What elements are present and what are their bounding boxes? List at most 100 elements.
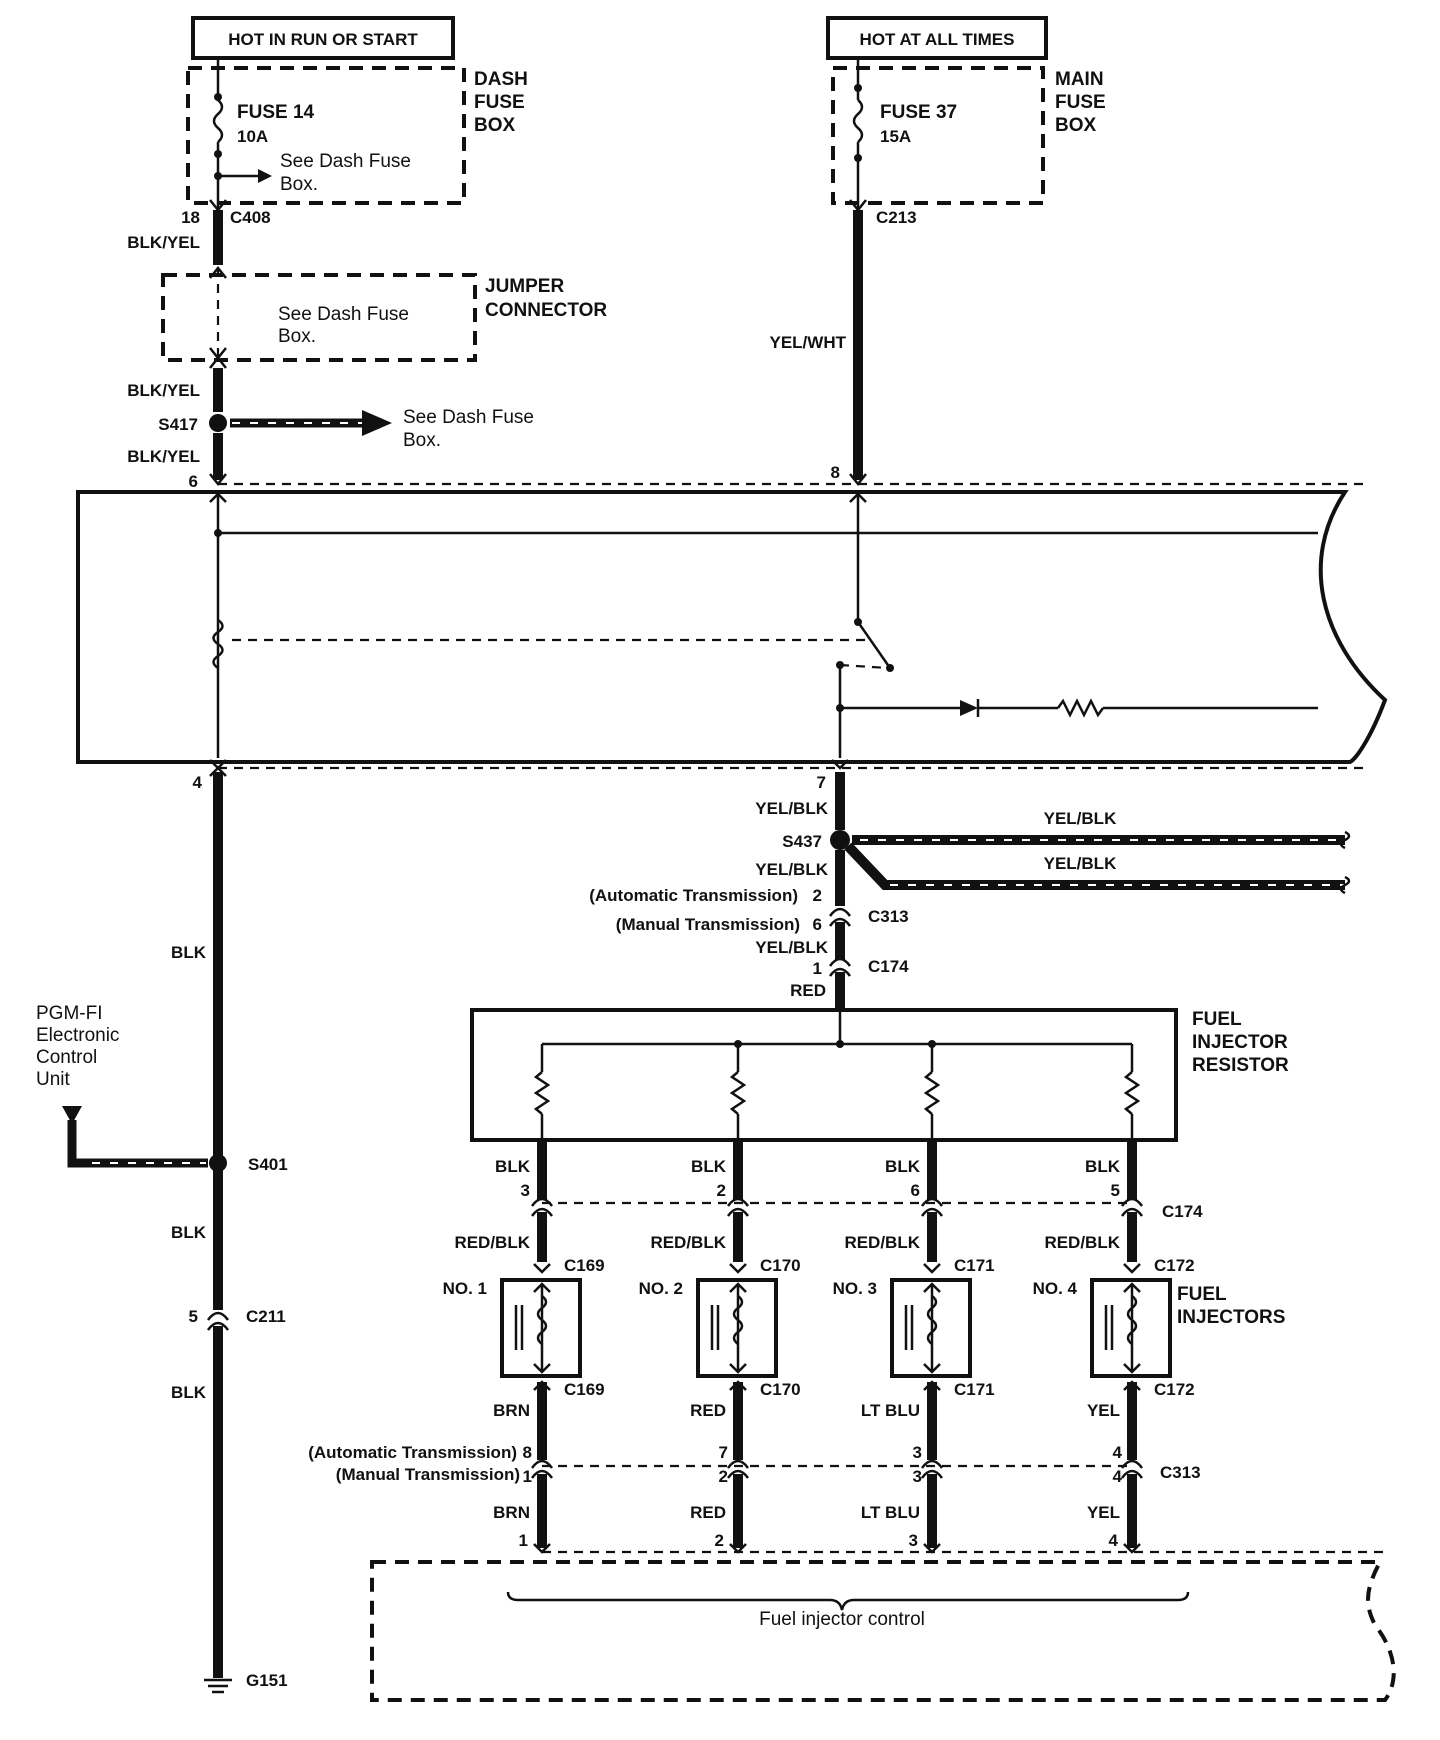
connector-icon (920, 1459, 944, 1469)
relay-coil-icon (212, 618, 224, 670)
fuel-injector-resistor: FUEL INJECTOR RESISTOR (470, 1008, 1289, 1142)
svg-text:MAIN: MAIN (1055, 69, 1104, 90)
svg-text:S401: S401 (248, 1155, 288, 1174)
wire-label-low: BRN (493, 1503, 530, 1522)
pin-label: 3 (521, 1181, 530, 1200)
brace-icon (506, 1591, 1190, 1611)
svg-text:1: 1 (813, 959, 822, 978)
wire-label-red-blk: RED/BLK (650, 1233, 726, 1252)
arrow-down-icon (1123, 1543, 1141, 1554)
svg-text:6: 6 (813, 915, 822, 934)
svg-text:15A: 15A (880, 127, 911, 146)
arrow-down-icon (923, 1363, 941, 1374)
svg-text:BLK/YEL: BLK/YEL (127, 447, 200, 466)
svg-text:JUMPER: JUMPER (485, 276, 564, 297)
injector-name: NO. 1 (443, 1279, 487, 1298)
connector-label: C169 (564, 1256, 605, 1275)
pin-label: 2 (719, 1467, 728, 1486)
wire-label-blk: BLK (495, 1157, 531, 1176)
connector-icon (920, 1207, 944, 1217)
wire-label-blk: BLK (1085, 1157, 1121, 1176)
svg-text:S437: S437 (782, 832, 822, 851)
arrow-down-icon (729, 1363, 747, 1374)
svg-text:RESISTOR: RESISTOR (1192, 1055, 1289, 1076)
svg-text:S417: S417 (158, 415, 198, 434)
svg-text:5: 5 (189, 1307, 198, 1326)
resistor-icon (923, 1071, 941, 1115)
svg-text:CONNECTOR: CONNECTOR (485, 300, 607, 321)
pin-label: 5 (1111, 1181, 1120, 1200)
svg-text:C408: C408 (230, 208, 271, 227)
connector-label: C170 (760, 1380, 801, 1399)
connector-label: C171 (954, 1256, 995, 1275)
svg-text:BOX: BOX (1055, 115, 1097, 136)
dash-fuse-box: DASH FUSE BOX FUSE 14 10A See Dash Fuse … (186, 58, 528, 212)
svg-text:2: 2 (813, 886, 822, 905)
wire-label-out: RED (690, 1401, 726, 1420)
pin-label: 3 (913, 1443, 922, 1462)
svg-text:INJECTOR: INJECTOR (1192, 1032, 1288, 1053)
connector-icon (726, 1469, 750, 1479)
relay-switch-icon (856, 621, 892, 669)
splice-s401 (209, 1154, 227, 1172)
splice-s417 (209, 414, 227, 432)
svg-text:C213: C213 (876, 208, 917, 227)
svg-text:6: 6 (189, 472, 198, 491)
injector-coil-icon (1126, 1295, 1138, 1345)
injector-name: NO. 3 (833, 1279, 877, 1298)
svg-text:BLK: BLK (171, 1223, 207, 1242)
pin-label: 8 (523, 1443, 532, 1462)
connector-icon (726, 1207, 750, 1217)
pin-label: 3 (909, 1531, 918, 1550)
pin-label: 7 (719, 1443, 728, 1462)
connector-label: C170 (760, 1256, 801, 1275)
injectors-label-2: INJECTORS (1177, 1307, 1285, 1328)
connector-label: C169 (564, 1380, 605, 1399)
connector-c174-icon (828, 957, 852, 967)
svg-text:FUEL: FUEL (1192, 1009, 1242, 1030)
fuse-14-icon (212, 99, 224, 143)
wire-label-low: YEL (1087, 1503, 1120, 1522)
injector-name: NO. 2 (639, 1279, 683, 1298)
svg-text:Control: Control (36, 1047, 97, 1068)
wire-label-out: LT BLU (861, 1401, 920, 1420)
wire-break-icon (1339, 830, 1351, 850)
arrow-down-icon (923, 1263, 941, 1274)
wire-label-blk: BLK (691, 1157, 727, 1176)
main-fuse-box: MAIN FUSE BOX FUSE 37 15A (831, 58, 1106, 210)
svg-text:See Dash Fuse: See Dash Fuse (280, 151, 411, 172)
resistor-icon (1056, 698, 1105, 718)
resistor-icon (1123, 1071, 1141, 1115)
jumper-connector-box (161, 273, 477, 362)
wire-label-blk: BLK (885, 1157, 921, 1176)
wire-label-red-blk: RED/BLK (844, 1233, 920, 1252)
pin-label: 1 (523, 1467, 532, 1486)
svg-text:C313: C313 (868, 907, 909, 926)
fuel-injector-control-label: Fuel injector control (759, 1609, 925, 1630)
arrow-down-icon (533, 1543, 551, 1554)
wire-label-out: BRN (493, 1401, 530, 1420)
svg-text:BLK: BLK (171, 943, 207, 962)
connector-c313-icon (828, 907, 852, 917)
svg-text:10A: 10A (237, 127, 268, 146)
svg-text:Box.: Box. (403, 430, 441, 451)
connector-label: C172 (1154, 1256, 1195, 1275)
injector-box (890, 1278, 972, 1378)
svg-text:7: 7 (817, 773, 826, 792)
svg-text:HOT IN RUN OR START: HOT IN RUN OR START (228, 30, 418, 49)
right-supply-wiring: 7 YEL/BLK S437 YEL/BLK YEL/BLK YEL/BLK (… (589, 772, 1351, 1010)
arrow-down-icon (729, 1263, 747, 1274)
connector-icon (530, 1459, 554, 1469)
svg-text:BLK/YEL: BLK/YEL (127, 381, 200, 400)
injector-coil-icon (732, 1295, 744, 1345)
left-ground-wiring: 4 BLK PGM-FI Electronic Control Unit S40… (36, 766, 288, 1694)
svg-text:RED: RED (790, 981, 826, 1000)
svg-text:FUSE: FUSE (1055, 92, 1106, 113)
svg-text:C211: C211 (246, 1307, 286, 1326)
svg-text:YEL/BLK: YEL/BLK (755, 938, 828, 957)
arrow-down-icon (1123, 1363, 1141, 1374)
ecu-terminal-icon (62, 1106, 82, 1124)
svg-text:FUSE 37: FUSE 37 (880, 102, 957, 123)
